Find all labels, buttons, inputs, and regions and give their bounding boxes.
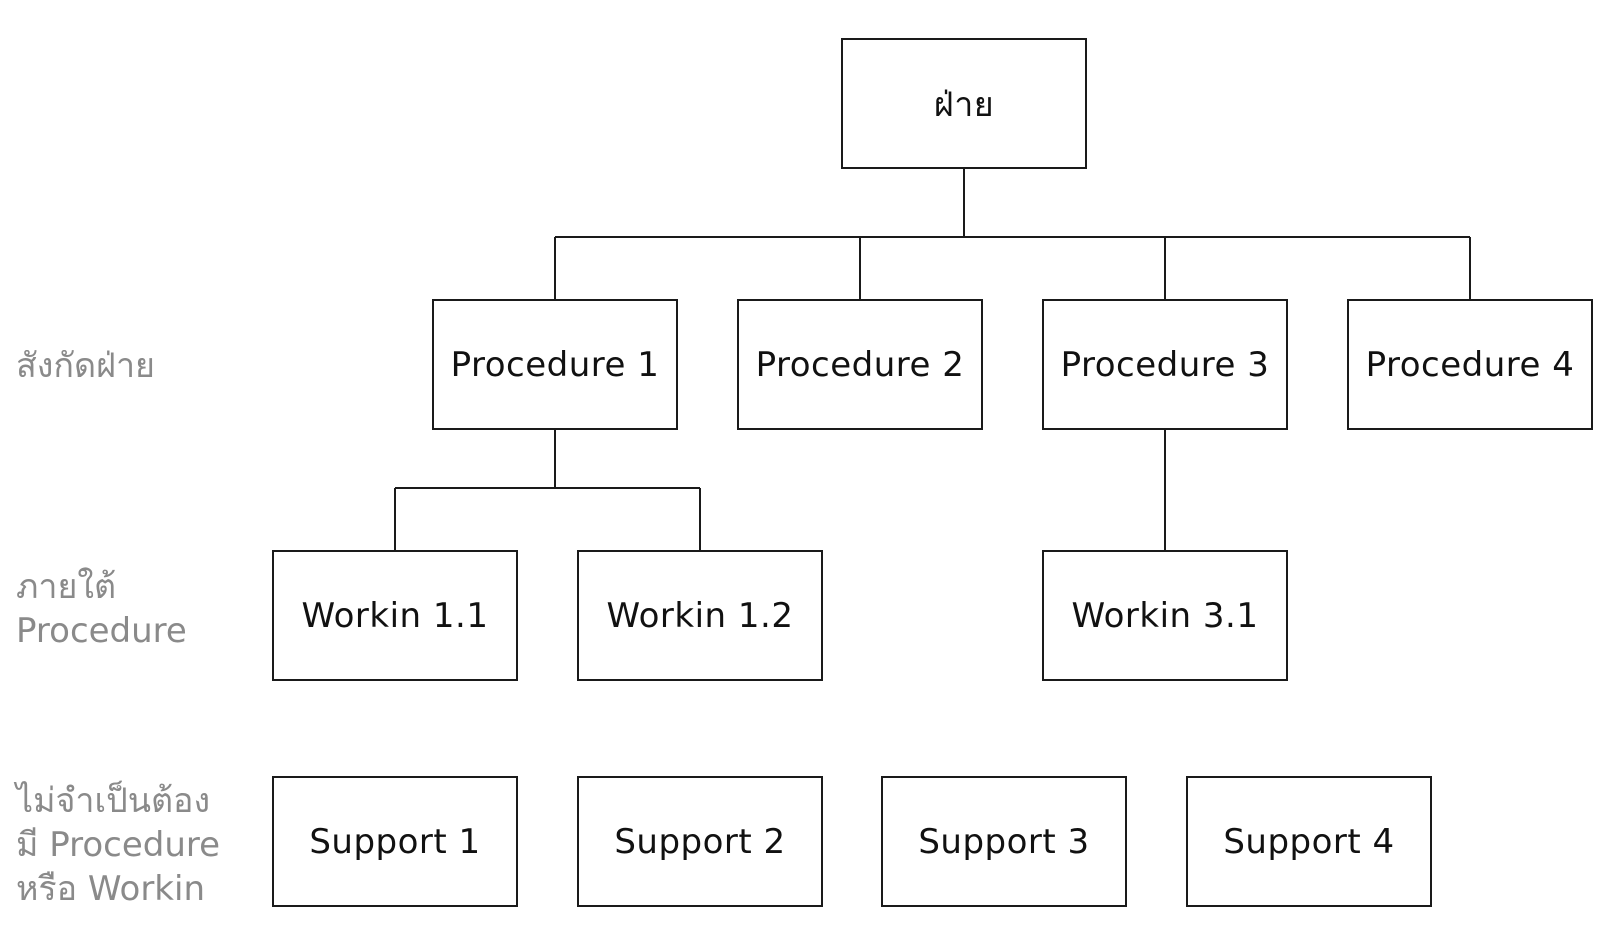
row-label-line: ภายใต้ xyxy=(16,567,117,607)
row-label-line: มี Procedure xyxy=(16,825,221,865)
node-label: Procedure 4 xyxy=(1365,344,1575,385)
node-support-2: Support 2 xyxy=(577,776,823,907)
node-root: ฝ่าย xyxy=(841,38,1087,169)
node-label: Workin 3.1 xyxy=(1071,595,1259,636)
row-label-workin-level: ภายใต้ Procedure xyxy=(16,565,187,653)
node-label: Workin 1.2 xyxy=(606,595,794,636)
node-workin-1-2: Workin 1.2 xyxy=(577,550,823,681)
row-label-line: หรือ Workin xyxy=(16,869,205,909)
row-label-procedure-level: สังกัดฝ่าย xyxy=(16,344,155,388)
node-procedure-3: Procedure 3 xyxy=(1042,299,1288,430)
node-procedure-1: Procedure 1 xyxy=(432,299,678,430)
node-label: Workin 1.1 xyxy=(301,595,489,636)
node-procedure-4: Procedure 4 xyxy=(1347,299,1593,430)
node-label: Procedure 2 xyxy=(755,344,965,385)
row-label-line: Procedure xyxy=(16,611,187,651)
node-label: Procedure 1 xyxy=(450,344,660,385)
row-label-line: สังกัดฝ่าย xyxy=(16,346,155,386)
node-workin-3-1: Workin 3.1 xyxy=(1042,550,1288,681)
node-label: Support 2 xyxy=(614,821,786,862)
row-label-line: ไม่จำเป็นต้อง xyxy=(16,781,211,821)
row-label-support-level: ไม่จำเป็นต้อง มี Procedure หรือ Workin xyxy=(16,779,220,911)
node-label: Support 4 xyxy=(1223,821,1395,862)
node-support-4: Support 4 xyxy=(1186,776,1432,907)
node-label: Support 1 xyxy=(309,821,481,862)
node-support-1: Support 1 xyxy=(272,776,518,907)
node-label: Support 3 xyxy=(918,821,1090,862)
node-label: Procedure 3 xyxy=(1060,344,1270,385)
node-workin-1-1: Workin 1.1 xyxy=(272,550,518,681)
node-root-label: ฝ่าย xyxy=(933,84,995,125)
node-procedure-2: Procedure 2 xyxy=(737,299,983,430)
node-support-3: Support 3 xyxy=(881,776,1127,907)
